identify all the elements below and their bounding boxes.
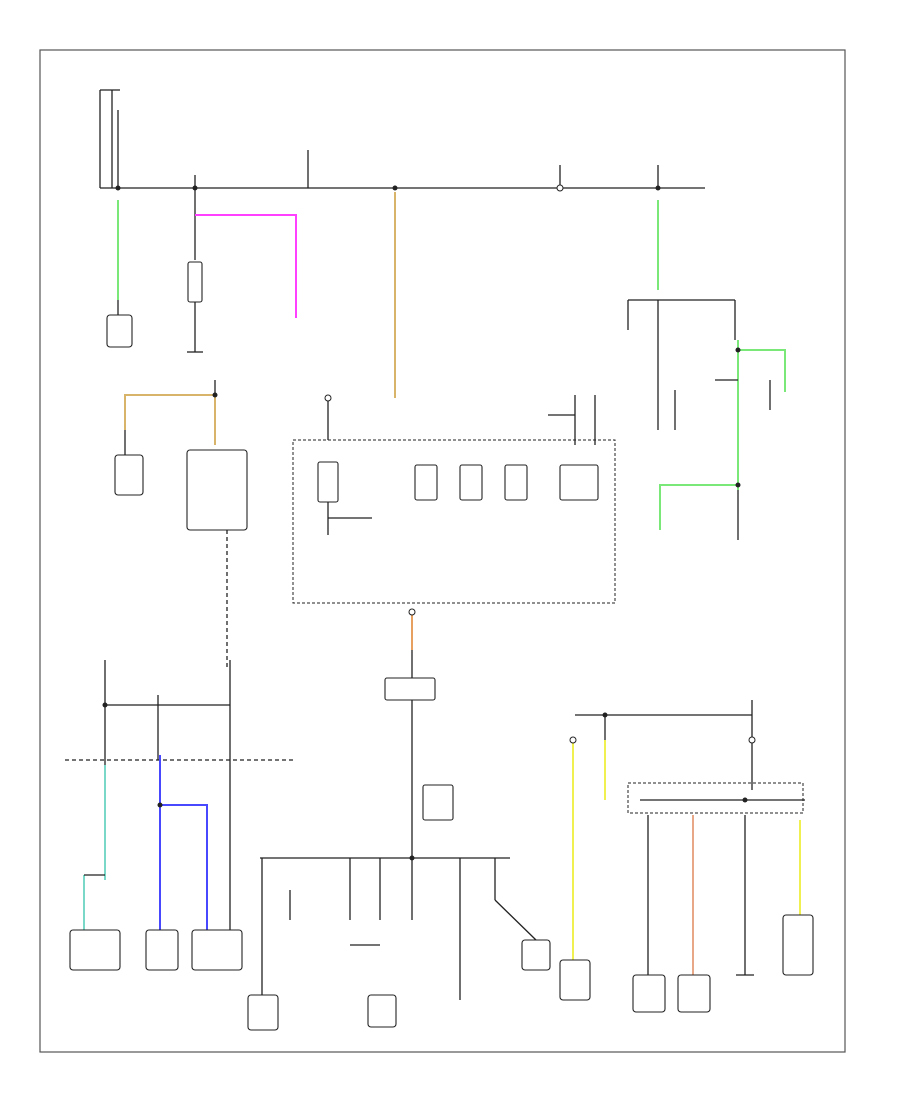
relay-green-branch xyxy=(738,349,786,392)
left-fuse-component xyxy=(106,314,133,348)
lower-left-fuse-1 xyxy=(69,929,121,971)
lower-right-relay-box xyxy=(627,782,804,814)
lower-left-fuse-3 xyxy=(191,929,243,971)
splice-node xyxy=(742,797,748,803)
blue-wire-branch xyxy=(160,804,208,930)
splice-node xyxy=(192,185,198,191)
connector-terminal xyxy=(748,736,756,744)
splice-node xyxy=(735,347,741,353)
mid-switch xyxy=(384,677,436,701)
splice-node xyxy=(392,185,398,191)
mid-left-module xyxy=(186,449,248,531)
lower-mid-fuse-1 xyxy=(247,994,279,1031)
magenta-fuse-element xyxy=(187,261,203,303)
tan-loop-wire xyxy=(124,394,216,445)
module-fuse-4 xyxy=(504,464,528,501)
connector-terminal xyxy=(324,394,332,402)
module-fuse-3 xyxy=(459,464,483,501)
splice-node xyxy=(102,702,108,708)
lower-right-fuse-2 xyxy=(632,974,666,1013)
connector-terminal xyxy=(408,608,416,616)
splice-node xyxy=(735,482,741,488)
splice-node xyxy=(115,185,121,191)
connector-terminal xyxy=(556,184,564,192)
module-fuse-2 xyxy=(414,464,438,501)
splice-node xyxy=(655,185,661,191)
lower-left-fuse-2 xyxy=(145,929,179,971)
lower-mid-fuse-2 xyxy=(367,994,397,1028)
central-module-box xyxy=(292,439,616,604)
splice-node xyxy=(602,712,608,718)
splice-node xyxy=(157,802,163,808)
splice-node xyxy=(212,392,218,398)
diagram-frame xyxy=(39,49,846,1053)
splice-node xyxy=(409,855,415,861)
lower-mid-cross xyxy=(494,899,537,941)
lower-right-fuse-1 xyxy=(559,959,591,1001)
lower-mid-fuse-3 xyxy=(521,939,551,971)
magenta-wire xyxy=(195,214,297,318)
lower-right-fuse-4 xyxy=(782,914,814,976)
module-fuse-5 xyxy=(559,464,599,501)
lower-green-branch xyxy=(659,484,738,530)
mid-left-fuse xyxy=(114,454,144,496)
lower-right-fuse-3 xyxy=(677,974,711,1013)
connector-terminal xyxy=(569,736,577,744)
mid-relay xyxy=(422,784,454,821)
module-fuse-1 xyxy=(317,461,339,503)
